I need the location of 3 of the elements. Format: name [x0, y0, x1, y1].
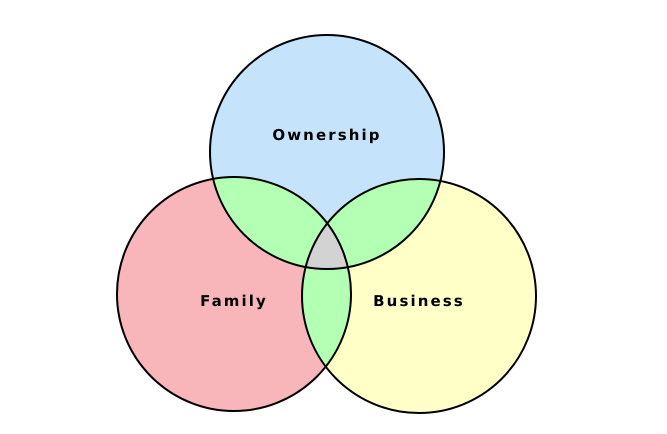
circle-label: Family: [200, 290, 268, 312]
circle-label: Ownership: [272, 124, 382, 146]
circle-label: Business: [373, 290, 465, 312]
